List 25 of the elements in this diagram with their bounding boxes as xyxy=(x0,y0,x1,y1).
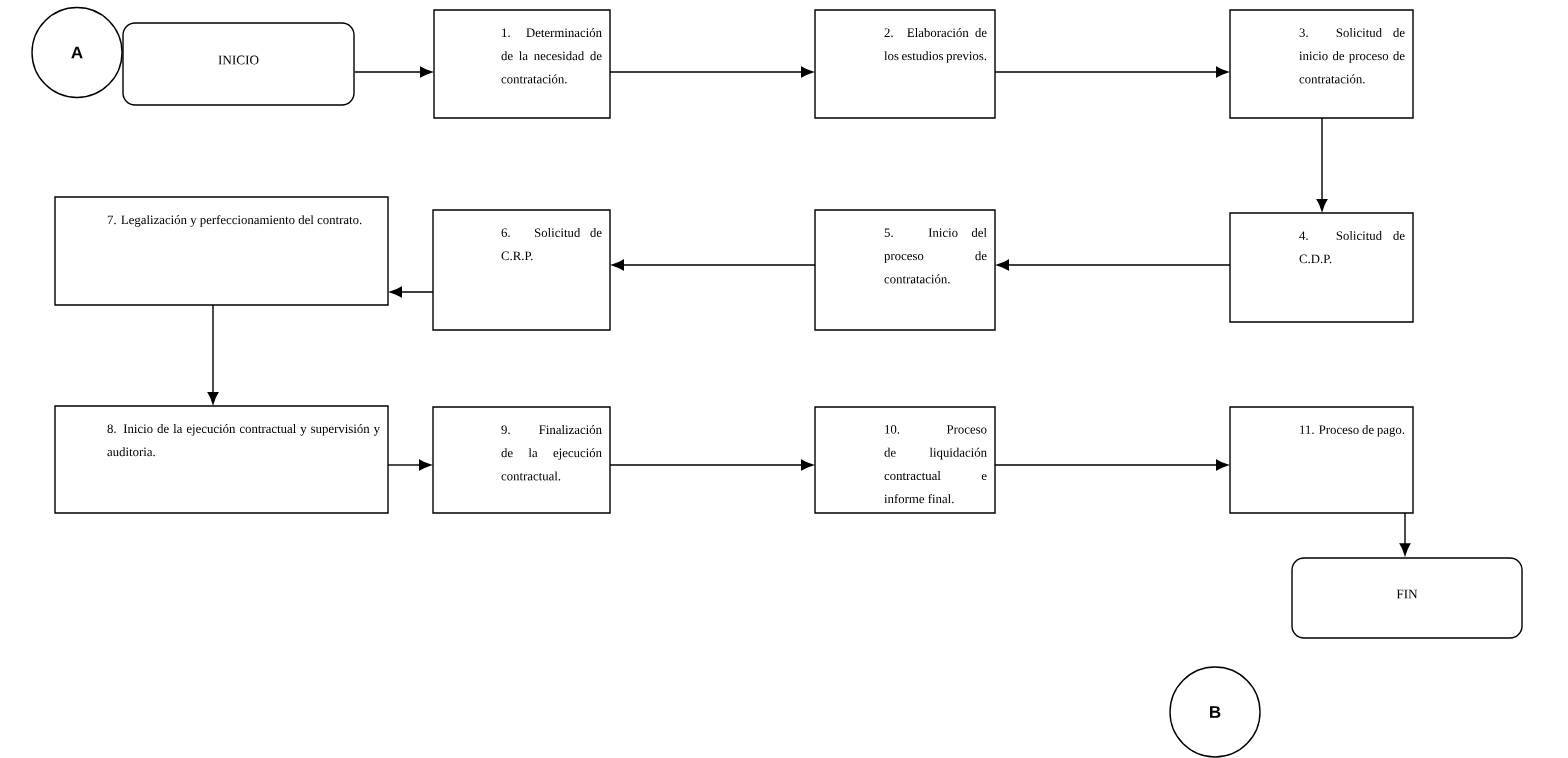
arrow xyxy=(389,286,434,298)
process-box: 8. Inicio de la ejecución contractual y supervisión y auditoria. xyxy=(54,405,389,514)
process-box: 5. Inicio del proceso de contratación. xyxy=(814,209,996,331)
process-box: 9. Finalización de la ejecución contractual. xyxy=(432,406,611,514)
process-box: 11. Proceso de pago. xyxy=(1229,406,1414,514)
process-box: 10. Proceso de liquidación contractual e informe final. xyxy=(814,406,996,514)
terminal-box: INICIO xyxy=(122,22,355,106)
process-box: 1. Determinación de la necesidad de contratación. xyxy=(433,9,611,119)
process-box: 4. Solicitud de C.D.P. xyxy=(1229,212,1414,323)
arrow xyxy=(609,459,814,471)
arrow xyxy=(996,259,1231,271)
arrow xyxy=(994,66,1229,78)
process-box: 6. Solicitud de C.R.P. xyxy=(432,209,611,331)
process-box: 3. Solicitud de inicio de proceso de contratación. xyxy=(1229,9,1414,119)
arrow xyxy=(1399,512,1411,556)
arrow xyxy=(611,259,816,271)
process-box: 7. Legalización y perfeccionamiento del contrato. xyxy=(54,196,389,306)
arrow xyxy=(994,459,1229,471)
arrow xyxy=(1316,117,1328,212)
arrow xyxy=(609,66,814,78)
terminal-box: FIN xyxy=(1291,557,1523,639)
process-box: 2. Elaboración de los estudios previos. xyxy=(814,9,996,119)
arrow xyxy=(354,66,433,78)
arrow xyxy=(387,459,432,471)
arrow xyxy=(207,304,219,405)
